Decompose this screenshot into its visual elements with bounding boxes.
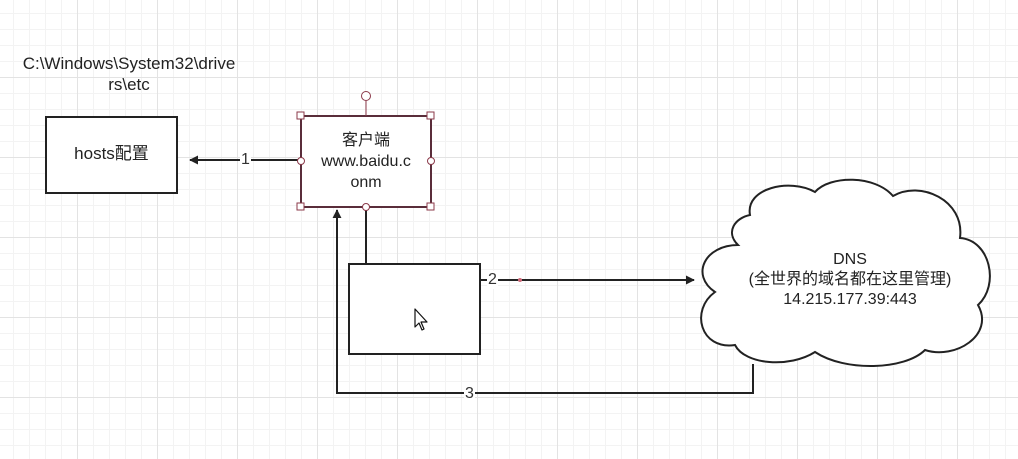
- resize-handle-bottom[interactable]: [362, 203, 370, 211]
- dns-address: 14.215.177.39:443: [783, 291, 917, 308]
- client-label: 客户端 www.baidu.c onm: [301, 131, 431, 193]
- resize-handle-right[interactable]: [427, 157, 435, 165]
- dns-label: DNS (全世界的域名都在这里管理) 14.215.177.39:443: [720, 250, 980, 310]
- resize-handle-bottom-left[interactable]: [296, 202, 305, 211]
- hosts-path-label: C:\Windows\System32\drivers\etc: [22, 54, 236, 94]
- hosts-box[interactable]: [45, 116, 178, 194]
- edge-3-line[interactable]: [332, 209, 754, 394]
- client-url-line2: onm: [350, 174, 382, 191]
- mouse-cursor-icon: [414, 308, 428, 331]
- edge-3-label: 3: [464, 385, 475, 403]
- dns-subtitle: (全世界的域名都在这里管理): [748, 271, 952, 288]
- dns-title: DNS: [833, 251, 867, 268]
- edge-1-label: 1: [240, 151, 251, 169]
- client-title: 客户端: [341, 132, 390, 149]
- client-url-line1: www.baidu.c: [321, 153, 411, 170]
- edge-2-label: 2: [487, 271, 498, 289]
- resize-handle-left[interactable]: [297, 157, 305, 165]
- rotate-handle[interactable]: [361, 91, 371, 101]
- resize-handle-top-right[interactable]: [426, 111, 435, 120]
- dns-cloud[interactable]: [700, 178, 991, 367]
- hosts-label: hosts配置: [74, 144, 149, 163]
- resize-handle-bottom-right[interactable]: [426, 202, 435, 211]
- edge-2-waypoint[interactable]: [518, 278, 522, 282]
- resize-handle-top-left[interactable]: [296, 111, 305, 120]
- client-box[interactable]: [300, 115, 432, 208]
